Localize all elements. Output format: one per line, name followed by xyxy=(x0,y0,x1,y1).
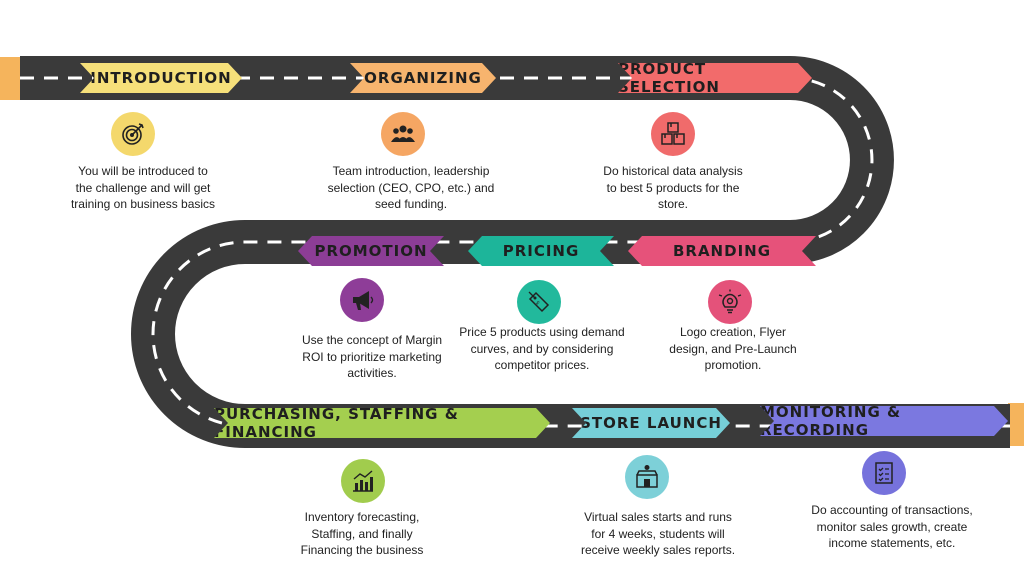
description-line: receive weekly sales reports. xyxy=(580,543,736,557)
stage-banner-branding: BRANDING xyxy=(628,236,816,266)
description-line: selection (CEO, CPO, etc.) and xyxy=(327,180,495,195)
stage-description-product-selection: Do historical data analysis to best 5 pr… xyxy=(585,163,761,213)
stage-title: ORGANIZING xyxy=(364,69,482,87)
stage-banner-store-launch: STORE LAUNCH xyxy=(572,408,730,438)
description-line: store. xyxy=(657,197,688,211)
description-line: for 4 weeks, students will xyxy=(591,526,725,541)
stage-description-organizing: Team introduction, leadership selection … xyxy=(316,163,506,213)
stage-description-branding: Logo creation, Flyer design, and Pre-Lau… xyxy=(652,324,814,374)
stage-title: PRODUCT SELECTION xyxy=(618,60,720,96)
stage-title: BRANDING xyxy=(672,242,772,260)
team-icon xyxy=(381,112,425,156)
stage-title: PRICING xyxy=(502,242,580,260)
checklist-icon xyxy=(862,451,906,495)
stage-description-introduction: You will be introduced to the challenge … xyxy=(58,163,228,213)
stage-title: PURCHASING, STAFFING & FINANCING xyxy=(214,405,459,441)
description-line: Logo creation, Flyer xyxy=(679,325,787,339)
description-line: Inventory forecasting, xyxy=(304,510,420,524)
description-line: Financing the business xyxy=(300,543,424,557)
description-line: Staffing, and finally xyxy=(311,526,413,541)
brain-idea-icon xyxy=(708,280,752,324)
stage-title: MONITORING & RECORDING xyxy=(760,403,902,439)
description-line: Use the concept of Margin xyxy=(301,333,443,347)
description-line: Team introduction, leadership xyxy=(332,164,490,178)
svg-text:$: $ xyxy=(534,300,540,306)
stage-description-store-launch: Virtual sales starts and runs for 4 week… xyxy=(572,509,744,559)
road-lane-markings xyxy=(20,76,1010,428)
stage-description-purchasing-staffing-financing: Inventory forecasting, Staffing, and fin… xyxy=(292,509,432,559)
boxes-icon xyxy=(651,112,695,156)
description-line: seed funding. xyxy=(374,197,448,211)
megaphone-icon xyxy=(340,278,384,322)
stage-description-promotion: Use the concept of Margin ROI to priorit… xyxy=(290,332,454,382)
stage-banner-monitoring-recording: MONITORING & RECORDING xyxy=(760,406,1008,436)
description-line: Do accounting of transactions, xyxy=(811,503,973,517)
description-line: Price 5 products using demand xyxy=(459,325,625,339)
description-line: the challenge and will get xyxy=(75,180,211,195)
stage-title: INTRODUCTION xyxy=(90,69,232,87)
price-tag-icon: $ xyxy=(517,280,561,324)
description-line: monitor sales growth, create xyxy=(816,519,968,534)
description-line: income statements, etc. xyxy=(828,536,956,550)
description-line: activities. xyxy=(347,366,397,380)
target-icon xyxy=(111,112,155,156)
stage-banner-pricing: PRICING xyxy=(468,236,614,266)
stage-title: STORE LAUNCH xyxy=(580,414,722,432)
stage-banner-introduction: INTRODUCTION xyxy=(80,63,242,93)
stage-title: PROMOTION xyxy=(314,242,428,260)
bar-chart-icon xyxy=(341,459,385,503)
description-line: curves, and by considering xyxy=(470,341,614,356)
description-line: training on business basics xyxy=(70,197,216,211)
description-line: You will be introduced to xyxy=(78,164,208,178)
road-end-marker xyxy=(1008,403,1024,446)
stage-banner-purchasing-staffing-financing: PURCHASING, STAFFING & FINANCING xyxy=(214,408,550,438)
stage-banner-organizing: ORGANIZING xyxy=(350,63,496,93)
description-line: ROI to prioritize marketing xyxy=(302,349,442,364)
stage-description-pricing: Price 5 products using demand curves, an… xyxy=(452,324,632,374)
description-line: design, and Pre-Launch xyxy=(669,341,797,356)
description-line: promotion. xyxy=(704,358,762,372)
stage-description-monitoring-recording: Do accounting of transactions, monitor s… xyxy=(804,502,980,552)
description-line: to best 5 products for the xyxy=(606,180,740,195)
road-start-marker xyxy=(0,57,22,100)
stage-banner-promotion: PROMOTION xyxy=(298,236,444,266)
description-line: Virtual sales starts and runs xyxy=(584,510,732,524)
description-line: competitor prices. xyxy=(494,358,590,372)
description-line: Do historical data analysis xyxy=(603,164,743,178)
stage-banner-product-selection: PRODUCT SELECTION xyxy=(618,63,812,93)
storefront-icon xyxy=(625,455,669,499)
